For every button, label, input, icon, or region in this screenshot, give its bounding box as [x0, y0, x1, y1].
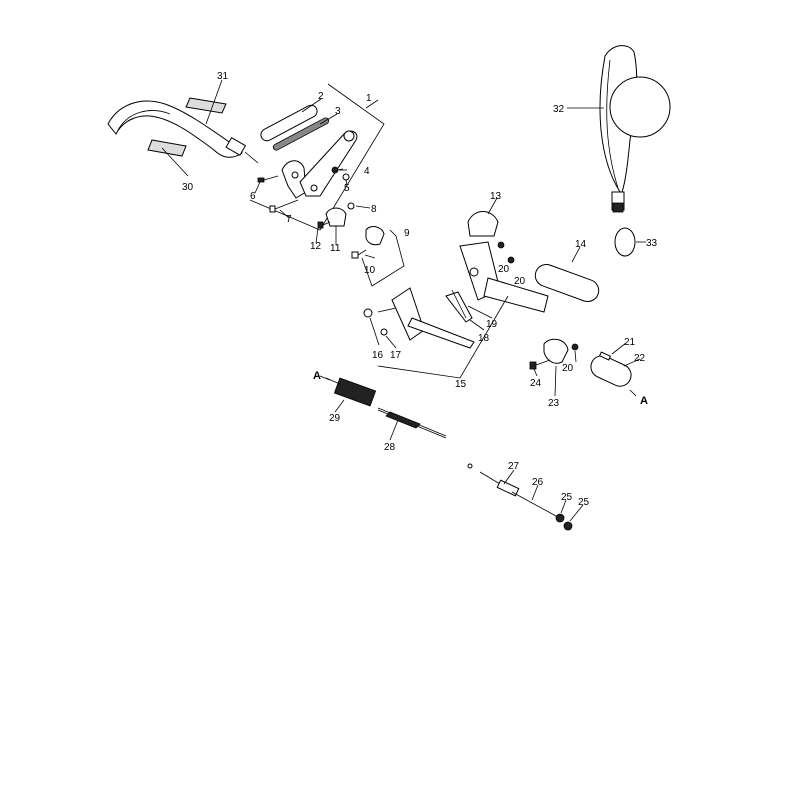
- label-25a: 25: [561, 492, 573, 503]
- screw-6: [257, 175, 279, 183]
- label-12: 12: [310, 241, 322, 252]
- spring-19: [451, 289, 467, 319]
- nut-20c: [571, 343, 579, 351]
- screw-12: [317, 221, 331, 229]
- grip-2: [260, 104, 318, 142]
- bracket-outline-1: [249, 83, 385, 231]
- label-6: 6: [250, 191, 256, 202]
- label-29: 29: [329, 413, 341, 424]
- label-20c: 20: [562, 363, 574, 374]
- nut-4: [331, 166, 347, 174]
- label-23: 23: [548, 398, 560, 409]
- throttle-lever-18: [445, 291, 473, 323]
- nut-20a: [497, 241, 505, 249]
- leader-lines: [161, 79, 646, 522]
- label-25b: 25: [578, 497, 590, 508]
- label-sticker-30: [147, 139, 187, 157]
- shaft-29: [325, 377, 377, 407]
- washer-8: [347, 202, 355, 210]
- label-30: 30: [182, 182, 194, 193]
- clamp-11: [325, 207, 347, 227]
- reference-a-left: A: [313, 370, 321, 382]
- handle-bracket: [281, 130, 358, 199]
- label-7: 7: [286, 214, 292, 225]
- label-33: 33: [646, 238, 658, 249]
- label-28: 28: [384, 442, 396, 453]
- throttle-cover-13: [467, 211, 499, 237]
- throttle-housing: [459, 241, 549, 313]
- label-13: 13: [490, 191, 502, 202]
- pin-21: [598, 351, 612, 361]
- label-sticker-31: [185, 97, 227, 114]
- label-31: 31: [217, 71, 229, 82]
- ring-33: [614, 227, 636, 257]
- label-16: 16: [372, 350, 384, 361]
- label-9: 9: [404, 228, 410, 239]
- tube-22: [590, 355, 632, 387]
- screw-10: [351, 249, 367, 259]
- nut-20b: [507, 256, 515, 264]
- label-1: 1: [366, 93, 372, 104]
- label-15: 15: [455, 379, 467, 390]
- label-8: 8: [371, 204, 377, 215]
- label-20a: 20: [498, 264, 510, 275]
- part-labels: 1 2 3 4 5 6 7 8 9 10 11 12 13 14 15 16 1…: [182, 71, 658, 508]
- cable-27: [467, 463, 501, 485]
- bolt-24: [529, 359, 551, 370]
- nut-25b: [563, 521, 573, 531]
- label-27: 27: [508, 461, 520, 472]
- label-4: 4: [364, 166, 370, 177]
- shaft-28: [377, 407, 447, 439]
- grip-14: [534, 263, 600, 303]
- label-3: 3: [335, 106, 341, 117]
- cable-holder-9: [365, 226, 385, 246]
- label-11: 11: [330, 243, 341, 254]
- cable-26: [496, 479, 557, 517]
- reference-a-right: A: [640, 395, 648, 407]
- label-21: 21: [624, 337, 636, 348]
- label-17: 17: [390, 350, 402, 361]
- bracket-outline-15: [377, 295, 509, 379]
- label-10: 10: [364, 265, 376, 276]
- control-housing-15: [377, 287, 475, 349]
- screw-16: [363, 308, 373, 318]
- label-5: 5: [344, 183, 350, 194]
- label-22: 22: [634, 353, 646, 364]
- label-24: 24: [530, 378, 542, 389]
- label-14: 14: [575, 239, 587, 250]
- screw-7: [269, 199, 299, 213]
- washer-5: [342, 173, 350, 181]
- screw-17: [380, 328, 388, 336]
- label-19: 19: [486, 319, 498, 330]
- label-32: 32: [553, 104, 565, 115]
- label-2: 2: [318, 91, 324, 102]
- bracket-outline-9: [361, 229, 405, 287]
- nut-25a: [555, 513, 565, 523]
- label-18: 18: [478, 333, 490, 344]
- clamp-23: [543, 338, 569, 364]
- label-20b: 20: [514, 276, 526, 287]
- shoulder-strap: [599, 45, 671, 213]
- label-26: 26: [532, 477, 544, 488]
- handle-bar: [107, 100, 259, 164]
